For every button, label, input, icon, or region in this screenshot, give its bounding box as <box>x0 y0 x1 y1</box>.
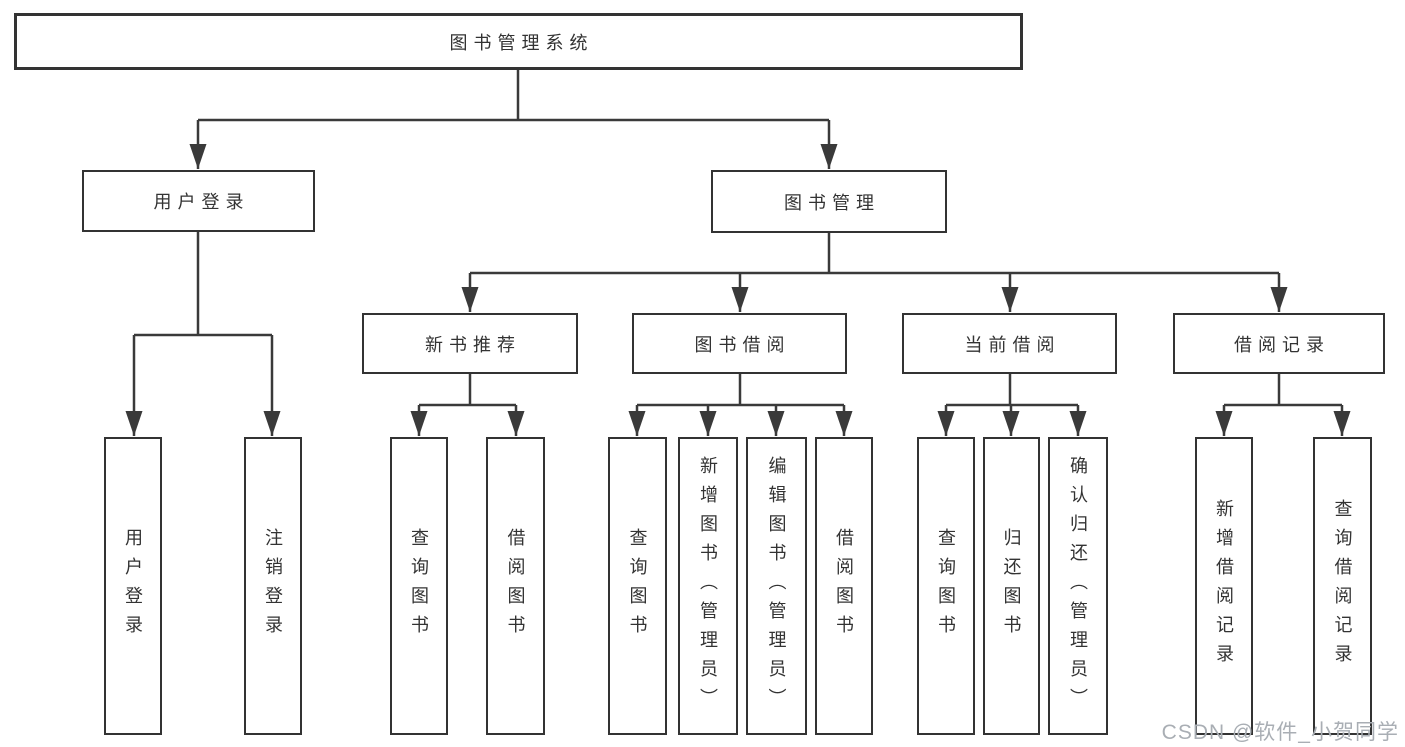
node-new-book-recommend: 新书推荐 <box>362 313 578 374</box>
node-library-system: 图书管理系统 <box>14 13 1023 70</box>
node-label: 用户登录 <box>153 192 250 212</box>
node-book-management: 图书管理 <box>711 170 947 233</box>
node-label: 查询借阅记录 <box>1332 499 1353 673</box>
node-label: 新增借阅记录 <box>1214 499 1234 673</box>
node-label: 确认归还（管理员） <box>1068 455 1088 717</box>
leaf-edit-books-admin: 编辑图书（管理员） <box>746 437 807 735</box>
leaf-return-books: 归还图书 <box>983 437 1040 735</box>
node-label: 查询图书 <box>627 528 648 644</box>
node-label: 查询图书 <box>409 528 429 644</box>
leaf-borrow-books-recommend: 借阅图书 <box>486 437 545 735</box>
node-label: 新书推荐 <box>425 334 521 355</box>
node-label: 归还图书 <box>1001 528 1022 644</box>
node-label: 新增图书（管理员） <box>698 455 718 717</box>
leaf-logout: 注销登录 <box>244 437 302 735</box>
node-borrowing-records: 借阅记录 <box>1173 313 1385 374</box>
node-label: 借阅记录 <box>1234 334 1330 355</box>
node-label: 图书管理系统 <box>449 32 594 53</box>
leaf-borrow-books-borrowing: 借阅图书 <box>815 437 873 735</box>
node-label: 注销登录 <box>263 528 283 644</box>
leaf-add-borrow-record: 新增借阅记录 <box>1195 437 1253 735</box>
node-label: 图书借阅 <box>694 334 791 355</box>
csdn-watermark: CSDN @软件_小贺同学 <box>1161 721 1399 744</box>
leaf-user-login: 用户登录 <box>104 437 162 735</box>
node-user-login: 用户登录 <box>82 170 315 232</box>
node-label: 用户登录 <box>123 528 143 644</box>
leaf-query-books-borrowing: 查询图书 <box>608 437 667 735</box>
node-label: 图书管理 <box>784 192 880 213</box>
leaf-query-borrow-record: 查询借阅记录 <box>1313 437 1372 735</box>
leaf-confirm-return-admin: 确认归还（管理员） <box>1048 437 1108 735</box>
node-current-borrowing: 当前借阅 <box>902 313 1117 374</box>
node-label: 借阅图书 <box>834 528 854 644</box>
node-label: 查询图书 <box>936 528 956 644</box>
node-book-borrowing: 图书借阅 <box>632 313 847 374</box>
node-label: 编辑图书（管理员） <box>766 455 787 717</box>
node-label: 当前借阅 <box>964 334 1061 355</box>
leaf-query-books-recommend: 查询图书 <box>390 437 448 735</box>
node-label: 借阅图书 <box>505 528 526 644</box>
leaf-query-books-current: 查询图书 <box>917 437 975 735</box>
leaf-add-books-admin: 新增图书（管理员） <box>678 437 738 735</box>
